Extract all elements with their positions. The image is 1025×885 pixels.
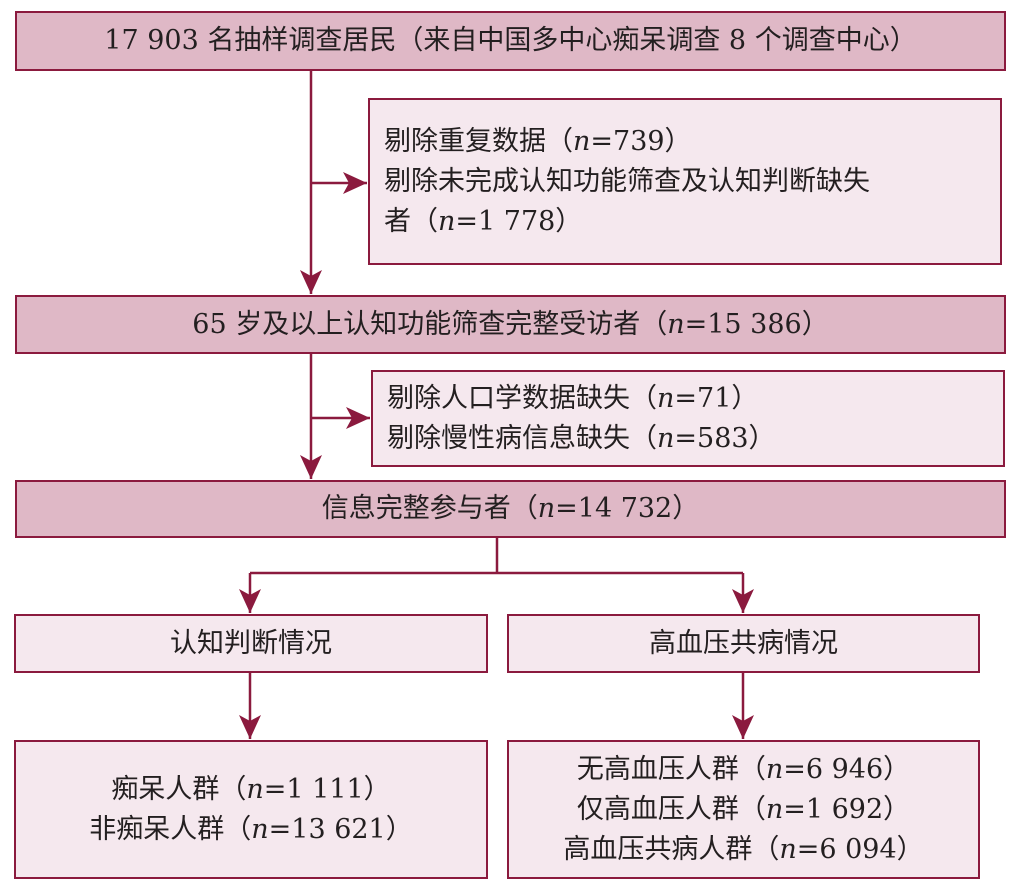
cognitive-status-title: 认知判断情况	[170, 627, 332, 659]
complete-participants-text: 信息完整参与者（n=14 732）	[321, 493, 700, 524]
hypertension-comorbidity-box: 高血压共病情况	[507, 614, 980, 673]
group-hypertension-comorbidity: 高血压共病人群（n=6 094）	[563, 833, 924, 865]
group-non-dementia: 非痴呆人群（n=13 621）	[89, 813, 413, 845]
hypertension-comorbidity-title: 高血压共病情况	[649, 627, 838, 659]
group-hypertension-only: 仅高血压人群（n=1 692）	[576, 793, 911, 825]
exclusion-box-2: 剔除人口学数据缺失（n=71） 剔除慢性病信息缺失（n=583）	[371, 370, 1005, 467]
group-no-hypertension: 无高血压人群（n=6 946）	[576, 753, 911, 785]
sampled-residents-text: 17 903 名抽样调查居民（来自中国多中心痴呆调查 8 个调查中心）	[104, 25, 917, 56]
group-dementia: 痴呆人群（n=1 111）	[111, 773, 391, 805]
cognitive-groups-box: 痴呆人群（n=1 111） 非痴呆人群（n=13 621）	[14, 740, 488, 879]
exclusion-line: 者（n=1 778）	[384, 205, 583, 237]
cognitive-status-box: 认知判断情况	[14, 614, 488, 673]
hypertension-groups-box: 无高血压人群（n=6 946） 仅高血压人群（n=1 692） 高血压共病人群（…	[507, 740, 980, 879]
exclusion-box-1: 剔除重复数据（n=739） 剔除未完成认知功能筛查及认知判断缺失 者（n=1 7…	[368, 98, 1002, 265]
exclusion-line: 剔除人口学数据缺失（n=71）	[387, 382, 759, 414]
exclusion-line: 剔除重复数据（n=739）	[384, 125, 692, 157]
exclusion-line: 剔除慢性病信息缺失（n=583）	[387, 422, 776, 454]
complete-participants-box: 信息完整参与者（n=14 732）	[15, 480, 1006, 538]
exclusion-line: 剔除未完成认知功能筛查及认知判断缺失	[384, 165, 870, 197]
sampled-residents-box: 17 903 名抽样调查居民（来自中国多中心痴呆调查 8 个调查中心）	[15, 11, 1006, 71]
screened-participants-box: 65 岁及以上认知功能筛查完整受访者（n=15 386）	[15, 295, 1006, 354]
screened-participants-text: 65 岁及以上认知功能筛查完整受访者（n=15 386）	[192, 308, 829, 340]
